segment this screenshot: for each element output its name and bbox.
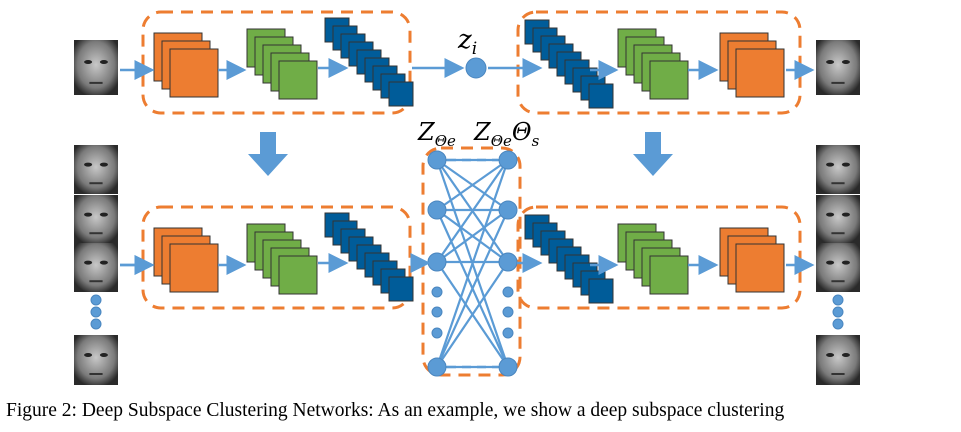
face-eye bbox=[826, 162, 835, 167]
self-expression-right-label: ZΘeΘs bbox=[473, 118, 540, 150]
node bbox=[90, 318, 102, 330]
node bbox=[431, 286, 443, 298]
connection bbox=[436, 159, 509, 211]
node bbox=[498, 357, 518, 377]
face-eye bbox=[841, 162, 850, 167]
node bbox=[90, 306, 102, 318]
face-eye bbox=[826, 60, 835, 64]
figure-caption: Figure 2: Deep Subspace Clustering Netwo… bbox=[6, 400, 785, 421]
face-image bbox=[74, 145, 118, 194]
node bbox=[498, 200, 518, 220]
face-image bbox=[74, 195, 118, 244]
face-image bbox=[74, 243, 118, 292]
face-image bbox=[816, 335, 860, 385]
deconv3-feature-map bbox=[735, 243, 785, 293]
self-expression-left-label: ZΘe bbox=[417, 118, 456, 150]
self-expressive-box bbox=[421, 146, 522, 377]
face-image bbox=[74, 40, 118, 95]
node bbox=[502, 286, 514, 298]
deconv2-feature-map bbox=[649, 255, 689, 295]
deconv1-feature-map bbox=[588, 83, 614, 109]
conv2-feature-map bbox=[278, 255, 318, 295]
node bbox=[90, 294, 102, 306]
deconv2-feature-map bbox=[649, 60, 689, 100]
node bbox=[832, 294, 844, 306]
deconv1-feature-map bbox=[588, 278, 614, 304]
down-arrow-icon bbox=[248, 132, 288, 176]
face-eye bbox=[99, 260, 108, 265]
connection bbox=[436, 261, 509, 368]
face-image bbox=[74, 335, 118, 385]
face-eye bbox=[826, 260, 835, 265]
face-eye bbox=[841, 260, 850, 265]
down-arrow-icon bbox=[633, 132, 673, 176]
face-eye bbox=[841, 212, 850, 217]
face-eye bbox=[99, 353, 108, 357]
face-eye bbox=[84, 162, 93, 167]
face-eye bbox=[84, 260, 93, 265]
face-eye bbox=[84, 60, 93, 64]
face-eye bbox=[84, 353, 93, 357]
node bbox=[498, 252, 518, 272]
conv1-feature-map bbox=[169, 243, 219, 293]
face-eye bbox=[99, 162, 108, 167]
connection bbox=[436, 159, 509, 263]
face-eye bbox=[99, 60, 108, 64]
face-image bbox=[816, 145, 860, 194]
node bbox=[427, 150, 447, 170]
node bbox=[465, 57, 487, 79]
node bbox=[502, 327, 514, 339]
node bbox=[427, 357, 447, 377]
node bbox=[832, 306, 844, 318]
face-eye bbox=[84, 212, 93, 217]
conv2-feature-map bbox=[278, 60, 318, 100]
face-eye bbox=[826, 212, 835, 217]
face-image bbox=[816, 40, 860, 95]
node bbox=[431, 327, 443, 339]
node bbox=[431, 306, 443, 318]
latent-label: zi bbox=[457, 25, 477, 59]
face-eye bbox=[841, 353, 850, 357]
conv3-feature-map bbox=[388, 81, 414, 107]
connection bbox=[436, 209, 509, 263]
node bbox=[832, 318, 844, 330]
face-image bbox=[816, 243, 860, 292]
face-eye bbox=[826, 353, 835, 357]
node bbox=[427, 252, 447, 272]
connection bbox=[435, 159, 510, 368]
node bbox=[502, 306, 514, 318]
face-image bbox=[816, 195, 860, 244]
face-eye bbox=[841, 60, 850, 64]
face-eye bbox=[99, 212, 108, 217]
conv1-feature-map bbox=[169, 48, 219, 98]
connection bbox=[435, 209, 510, 368]
conv3-feature-map bbox=[388, 276, 414, 302]
node bbox=[498, 150, 518, 170]
deconv3-feature-map bbox=[735, 48, 785, 98]
node bbox=[427, 200, 447, 220]
